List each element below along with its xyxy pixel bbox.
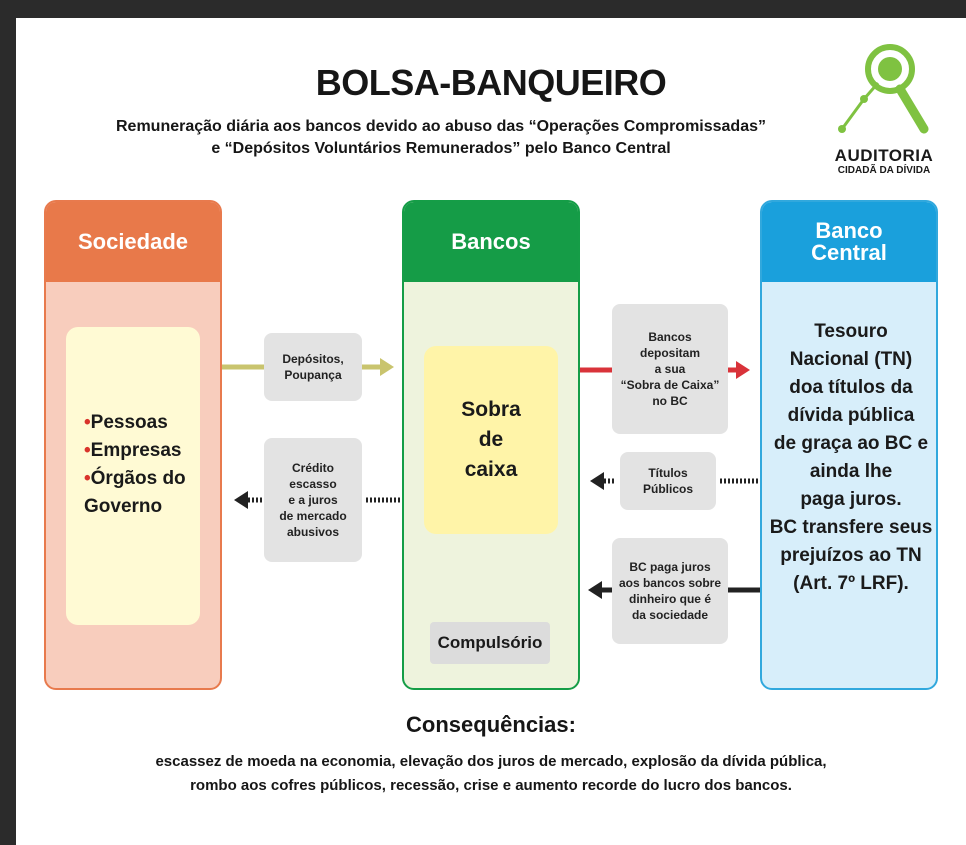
label-line: Depósitos,: [282, 352, 344, 366]
header-line: Central: [811, 240, 887, 265]
subtitle-line-1: Remuneração diária aos bancos devido ao …: [116, 118, 766, 135]
page-title: BOLSA-BANQUEIRO: [315, 62, 667, 103]
label-line: no BC: [652, 394, 688, 408]
label-line: Públicos: [642, 482, 693, 496]
sobra-line: Sobra: [461, 398, 521, 421]
text-line: BC transfere seus: [769, 517, 933, 538]
label-line: Títulos: [648, 466, 688, 480]
text-line: doa títulos da: [789, 377, 913, 398]
flow-arrows: [222, 358, 760, 599]
label-line: e a juros: [288, 493, 338, 507]
bancos-depositam-arrow: [580, 361, 750, 379]
label-line: aos bancos sobre: [618, 576, 722, 590]
page-subtitle: Remuneração diária aos bancos devido ao …: [76, 116, 806, 160]
magnifier-network-icon: [838, 44, 929, 134]
text-line: Tesouro: [814, 321, 888, 342]
text-line: prejuízos ao TN: [780, 545, 922, 566]
list-item: •Órgãos do: [84, 468, 186, 489]
label-line: dinheiro que é: [628, 592, 711, 606]
bancos-column: Bancos Sobra de caixa Compulsório: [402, 200, 580, 690]
sociedade-inner-box: •Pessoas •Empresas •Órgãos do Governo: [66, 327, 200, 625]
consequences-title: Consequências:: [406, 712, 576, 737]
sociedade-column: Sociedade •Pessoas •Empresas •Órgãos do …: [44, 200, 222, 690]
auditoria-logo: AUDITORIA CIDADÃ DA DÍVIDA: [828, 33, 940, 176]
banco-central-column: Banco Central Tesouro Nacional (TN) doa …: [760, 200, 938, 690]
bancos-depositam-label: Bancos depositam a sua “Sobra de Caixa” …: [612, 304, 728, 434]
text-line: dívida pública: [787, 405, 915, 426]
consequences-line: escassez de moeda na economia, elevação …: [155, 753, 827, 770]
banco-central-header: Banco Central: [762, 202, 936, 282]
sobra-de-caixa-box: Sobra de caixa: [424, 346, 558, 534]
label-line: Crédito: [291, 461, 334, 475]
consequences-line: rombo aos cofres públicos, recessão, cri…: [190, 777, 792, 794]
consequences-text: escassez de moeda na economia, elevação …: [106, 750, 876, 798]
depositos-arrow: [222, 358, 394, 376]
logo-tagline: CIDADÃ DA DÍVIDA: [837, 165, 931, 176]
header-line: Banco: [815, 218, 883, 243]
bc-paga-juros-label: BC paga juros aos bancos sobre dinheiro …: [612, 538, 728, 644]
label-line: “Sobra de Caixa”: [620, 378, 720, 392]
sociedade-header: Sociedade: [46, 202, 220, 282]
compulsorio-label: Compulsório: [430, 622, 550, 664]
label-line: escasso: [289, 477, 337, 491]
text-line: (Art. 7º LRF).: [793, 573, 909, 594]
bancos-header: Bancos: [404, 202, 578, 282]
label-line: BC paga juros: [629, 560, 711, 574]
titulos-label: Títulos Públicos: [620, 452, 716, 510]
label-line: da sociedade: [631, 608, 708, 622]
text-line: Nacional (TN): [789, 349, 913, 370]
sociedade-list: •Pessoas •Empresas •Órgãos do Governo: [84, 409, 186, 521]
banco-central-text: Tesouro Nacional (TN) doa títulos da dív…: [766, 318, 936, 598]
label-line: a sua: [654, 362, 686, 376]
list-item: •Empresas: [84, 440, 182, 461]
list-item: •Pessoas: [84, 412, 168, 433]
credito-arrow: [234, 491, 402, 509]
label-line: Bancos: [648, 330, 692, 344]
depositos-label: Depósitos, Poupança: [264, 333, 362, 401]
label-line: Poupança: [284, 368, 342, 382]
credito-label: Crédito escasso e a juros de mercado abu…: [264, 438, 362, 562]
sobra-line: de: [478, 428, 504, 451]
label-line: abusivos: [286, 525, 339, 539]
text-line: de graça ao BC e: [773, 433, 929, 454]
label-line: de mercado: [279, 509, 347, 523]
text-line: paga juros.: [800, 489, 902, 510]
logo-name: AUDITORIA: [834, 146, 934, 165]
sobra-line: caixa: [464, 458, 518, 481]
titulos-arrow: [590, 472, 760, 490]
infographic-page: BOLSA-BANQUEIRO Remuneração diária aos b…: [16, 18, 966, 845]
subtitle-line-2: e “Depósitos Voluntários Remunerados” pe…: [211, 140, 671, 157]
text-line: ainda lhe: [809, 461, 893, 482]
label-line: depositam: [639, 346, 700, 360]
list-item: Governo: [84, 496, 163, 517]
bc-paga-juros-arrow: [588, 581, 760, 599]
